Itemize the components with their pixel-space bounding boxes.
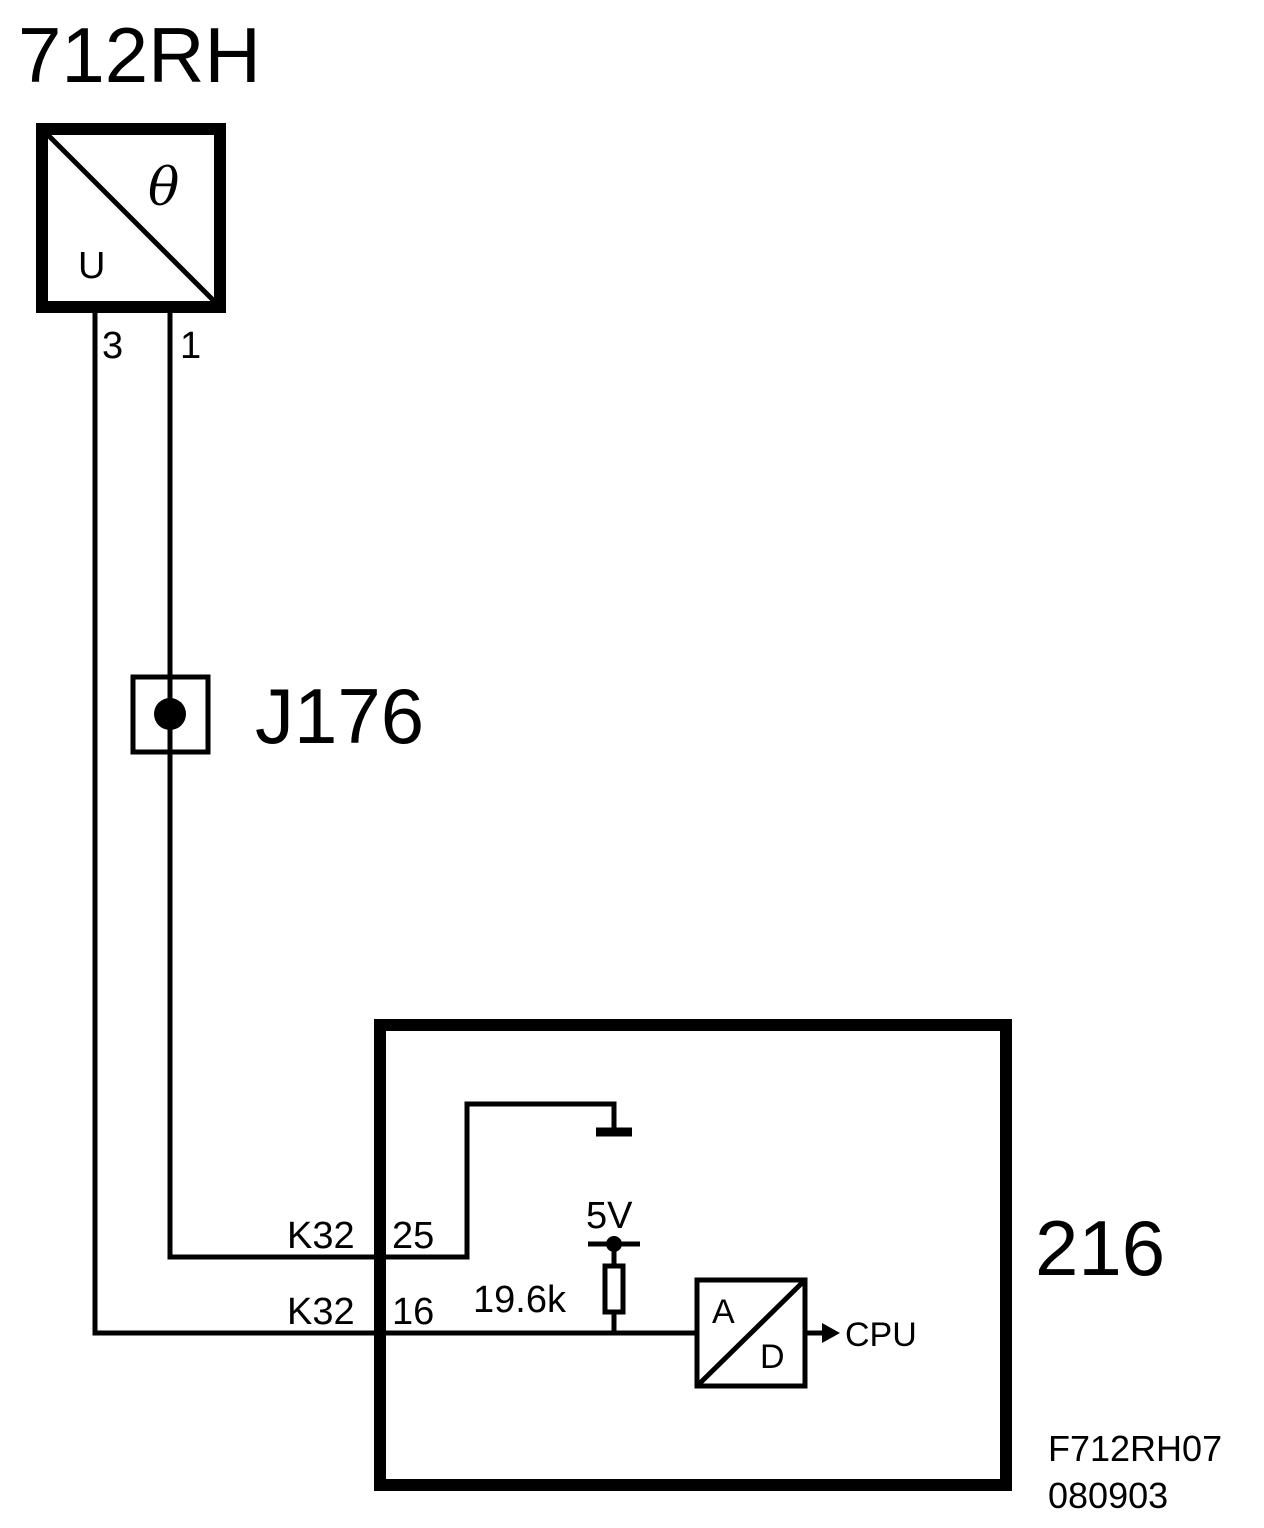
temperature-sensor-icon <box>36 123 226 313</box>
drawing-code-label: F712RH07 <box>1048 1428 1222 1469</box>
sensor-theta-symbol: θ <box>148 158 179 218</box>
splice-junction-icon <box>130 674 211 755</box>
resistor-value-label: 19.6k <box>473 1279 567 1321</box>
date-code-label: 080903 <box>1048 1475 1168 1516</box>
pin-upper-label: 25 <box>392 1215 434 1257</box>
ecu-id-label: 216 <box>1035 1204 1165 1292</box>
ecu-box <box>374 1019 1012 1491</box>
resistor-icon <box>602 1263 626 1315</box>
wire-pin3-to-k32-16 <box>92 310 700 1336</box>
cpu-label: CPU <box>845 1316 917 1354</box>
sensor-voltage-symbol: U <box>78 245 105 287</box>
connector-lower-label: K32 <box>287 1291 355 1333</box>
connector-upper-label: K32 <box>287 1215 355 1257</box>
pin-lower-label: 16 <box>392 1291 434 1333</box>
sensor-id-label: 712RH <box>18 11 261 99</box>
wire-pin1-to-k32-25 <box>167 310 617 1260</box>
junction-id-label: J176 <box>255 672 424 760</box>
adc-analog-label: A <box>712 1293 735 1331</box>
sensor-pin-1-label: 1 <box>180 325 201 367</box>
supply-voltage-label: 5V <box>586 1195 633 1237</box>
adc-digital-label: D <box>760 1338 785 1376</box>
sensor-pin-3-label: 3 <box>102 325 123 367</box>
arrow-right-icon <box>805 1323 840 1343</box>
